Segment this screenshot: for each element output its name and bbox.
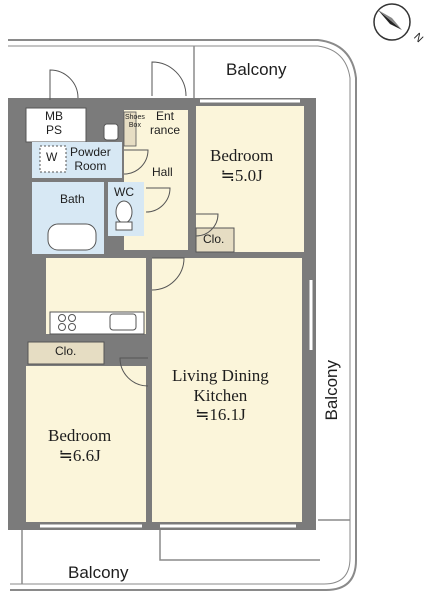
mbps-label-line2: PS bbox=[45, 122, 62, 137]
mbps-door-swing bbox=[49, 69, 79, 100]
shoes-box-label: Shoes Box bbox=[125, 114, 145, 130]
bedroom-west-name: Bedroom bbox=[48, 426, 112, 445]
wash-basin bbox=[103, 123, 119, 141]
washer-box bbox=[39, 145, 67, 173]
bedroom-north-name: Bedroom bbox=[210, 146, 274, 165]
balcony-right-label: Balcony bbox=[322, 360, 341, 421]
mbps-label: MB PS bbox=[45, 109, 63, 138]
closet-north-label: Clo. bbox=[203, 232, 225, 246]
balcony-outline-inner bbox=[8, 45, 351, 585]
balcony-outline bbox=[8, 39, 357, 591]
washer-label: W bbox=[46, 150, 58, 164]
ldk-label-line1: Living Dining bbox=[172, 366, 269, 385]
powder-room-label-line2: Room bbox=[74, 158, 107, 173]
closet-west bbox=[27, 341, 105, 365]
mbps-floor bbox=[25, 107, 87, 143]
ldk-label: Living Dining Kitchen ≒16.1J bbox=[172, 366, 269, 425]
bedroom-north-area: ≒5.0J bbox=[220, 165, 263, 185]
ldk-door-swing bbox=[151, 257, 185, 291]
closet-west-label: Clo. bbox=[55, 344, 77, 358]
closet-north bbox=[195, 227, 235, 253]
entrance-door-swing bbox=[151, 61, 187, 97]
mbps-label-line1: MB bbox=[45, 109, 63, 123]
bath-label: Bath bbox=[60, 192, 85, 206]
ldk-label-line2: Kitchen bbox=[193, 385, 248, 405]
bedroom-west-floor bbox=[26, 366, 146, 522]
shoes-box bbox=[123, 111, 137, 147]
entrance-label-line1: Ent bbox=[156, 109, 175, 123]
balcony-top-label: Balcony bbox=[226, 60, 287, 79]
wc-label: WC bbox=[114, 185, 134, 199]
bathtub bbox=[47, 223, 97, 251]
balcony-bottom-label: Balcony bbox=[68, 563, 129, 582]
ldk-area: ≒16.1J bbox=[195, 405, 246, 425]
toilet bbox=[115, 200, 133, 224]
shoes-box-label-line2: Box bbox=[128, 122, 141, 130]
hall-label: Hall bbox=[152, 165, 173, 179]
bedroom-west-label: Bedroom ≒6.6J bbox=[48, 426, 111, 465]
powder-door-swing bbox=[123, 149, 149, 175]
bedroom-north-label: Bedroom ≒5.0J bbox=[210, 146, 273, 185]
entrance-label: Ent rance bbox=[150, 109, 181, 138]
bedroom-west-door-swing bbox=[119, 357, 149, 387]
powder-room-label: Powder Room bbox=[70, 145, 111, 174]
kitchen-sink bbox=[109, 313, 137, 331]
powder-room-label-line1: Powder bbox=[70, 145, 111, 159]
ldk-floor bbox=[152, 258, 302, 522]
wc-door-swing bbox=[145, 187, 171, 213]
shoes-box-label-line1: Shoes bbox=[125, 114, 145, 121]
entrance-label-line2: rance bbox=[150, 122, 181, 137]
bedroom-north-door-swing bbox=[195, 213, 219, 237]
toilet-tank bbox=[115, 221, 133, 231]
bedroom-west-area: ≒6.6J bbox=[58, 445, 101, 465]
